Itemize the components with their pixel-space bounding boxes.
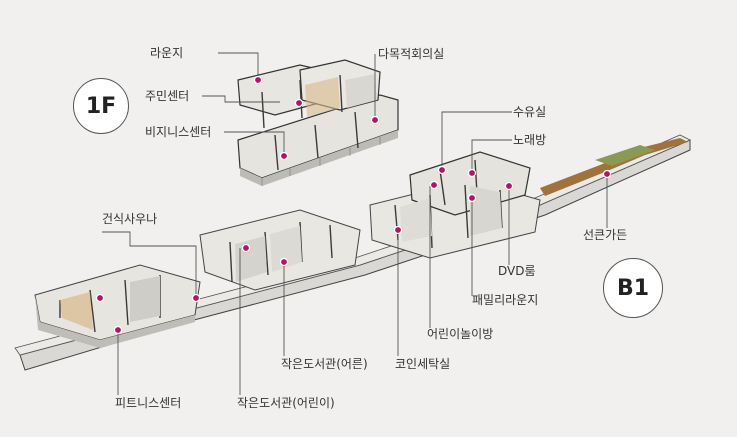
- leader-lines: [102, 52, 608, 395]
- leader-dry-sauna: [102, 231, 197, 298]
- room-markers: [95, 75, 612, 335]
- leader-business: [224, 131, 285, 155]
- marker-kids: [429, 180, 439, 190]
- marker-library-adult: [279, 257, 289, 267]
- marker-sauna-b: [191, 293, 201, 303]
- floor-badge-b1: B1: [603, 258, 663, 318]
- label-library-adult: 작은도서관(어른): [281, 357, 368, 371]
- label-business-center: 비지니스센터: [145, 125, 212, 139]
- marker-community: [294, 98, 304, 108]
- label-sunken-garden: 선큰가든: [583, 228, 628, 242]
- leader-community: [202, 95, 280, 103]
- marker-karaoke: [467, 168, 477, 178]
- marker-nursing: [437, 165, 447, 175]
- label-family-lounge: 패밀리라운지: [472, 293, 539, 307]
- label-library-kids: 작은도서관(어린이): [237, 396, 335, 410]
- b1-level: [14, 134, 691, 371]
- marker-business: [279, 151, 289, 161]
- marker-dvd: [504, 181, 514, 191]
- label-multipurpose-room: 다목적회의실: [378, 47, 445, 61]
- floor-badge-1f: 1F: [73, 78, 129, 134]
- marker-sunken: [602, 169, 612, 179]
- label-kids-playroom: 어린이놀이방: [427, 327, 494, 341]
- marker-family: [467, 193, 477, 203]
- marker-fitness: [113, 325, 123, 335]
- marker-multipurpose: [370, 115, 380, 125]
- marker-laundry: [393, 225, 403, 235]
- floor-badge-1f-text: 1F: [85, 93, 117, 119]
- label-karaoke-room: 노래방: [513, 133, 547, 147]
- leader-karaoke: [471, 139, 512, 172]
- floor-badge-b1-text: B1: [616, 275, 650, 301]
- marker-sauna-a: [95, 293, 105, 303]
- label-nursing-room: 수유실: [513, 105, 547, 119]
- marker-library-kids: [241, 243, 251, 253]
- label-dry-sauna: 건식사우나: [102, 212, 158, 226]
- label-lounge: 라운지: [150, 46, 184, 60]
- leader-nursing: [441, 111, 512, 168]
- label-dvd-room: DVD룸: [498, 264, 536, 278]
- label-community-center: 주민센터: [145, 89, 190, 103]
- label-fitness-center: 피트니스센터: [115, 396, 182, 410]
- marker-lounge: [253, 75, 263, 85]
- leader-lounge: [218, 52, 259, 78]
- label-coin-laundry: 코인세탁실: [395, 357, 451, 371]
